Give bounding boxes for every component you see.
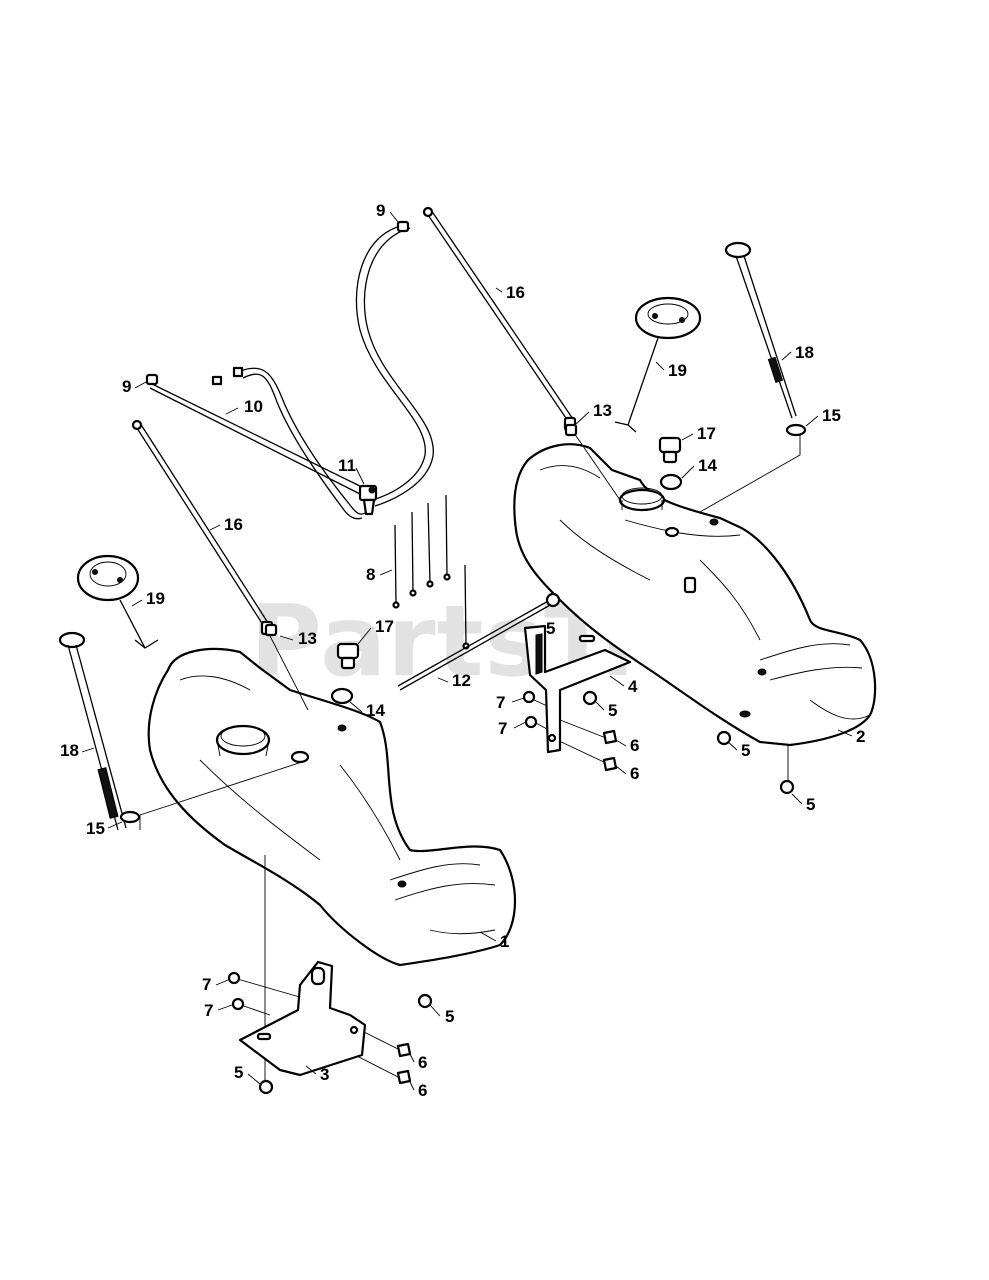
fuel-cap-left	[76, 554, 159, 649]
callout-9: 9	[122, 377, 131, 396]
callout-4: 4	[628, 677, 638, 696]
callout-15: 15	[86, 819, 105, 838]
fuel-tank-right	[513, 443, 877, 747]
fuel-line-rod-upper	[422, 206, 577, 432]
callout-18: 18	[795, 343, 814, 362]
callout-7: 7	[496, 693, 505, 712]
callout-15: 15	[822, 406, 841, 425]
callout-5: 5	[445, 1007, 454, 1026]
bolts-6	[396, 729, 618, 1085]
callout-leaders	[81, 211, 853, 1091]
callout-1: 1	[500, 932, 509, 951]
callout-8: 8	[366, 565, 375, 584]
callout-labels: 9 16 9 10 11 16 8 19 18 15 13 17 14 12 1…	[60, 201, 865, 1100]
callout-16: 16	[506, 283, 525, 302]
callout-6: 6	[630, 764, 639, 783]
bushing-14-left	[330, 687, 354, 705]
bushing-14-right	[659, 473, 683, 491]
callout-6: 6	[418, 1053, 427, 1072]
callout-6: 6	[630, 736, 639, 755]
callout-17: 17	[697, 424, 716, 443]
dipstick-left	[58, 631, 127, 831]
fitting-17-left	[336, 642, 360, 670]
callout-6: 6	[418, 1081, 427, 1100]
grommet-13-left	[264, 623, 278, 637]
fuel-valve	[358, 484, 378, 516]
callout-5: 5	[806, 795, 815, 814]
callout-9: 9	[376, 201, 385, 220]
callout-5: 5	[546, 619, 555, 638]
callout-11: 11	[338, 456, 356, 475]
rod-12	[397, 599, 553, 691]
callout-7: 7	[202, 975, 211, 994]
callout-19: 19	[146, 589, 165, 608]
callout-3: 3	[320, 1065, 329, 1084]
fuel-cap-right	[614, 296, 702, 433]
hose-clamp	[211, 375, 223, 386]
fitting-17-right	[658, 436, 682, 464]
callout-13: 13	[298, 629, 317, 648]
callout-5: 5	[741, 741, 750, 760]
callout-5: 5	[234, 1063, 243, 1082]
nuts-5	[258, 592, 795, 1095]
callout-7: 7	[498, 719, 507, 738]
callout-12: 12	[452, 671, 471, 690]
gasket-15-left	[119, 810, 141, 824]
hose-clamp-9	[145, 220, 410, 386]
hose-clamp	[232, 366, 244, 378]
callout-18: 18	[60, 741, 79, 760]
bracket-3	[238, 960, 367, 1077]
callout-10: 10	[244, 397, 263, 416]
callout-2: 2	[856, 727, 865, 746]
callout-17: 17	[375, 617, 394, 636]
bracket-4	[523, 624, 632, 754]
callout-19: 19	[668, 361, 687, 380]
callout-13: 13	[593, 401, 612, 420]
callout-16: 16	[224, 515, 243, 534]
dipstick-right	[724, 241, 797, 419]
grommet-13-right	[564, 423, 578, 437]
callout-7: 7	[204, 1001, 213, 1020]
callout-5: 5	[608, 701, 617, 720]
fuel-tank-left	[147, 647, 516, 967]
gasket-15-right	[785, 423, 807, 437]
callout-14: 14	[366, 701, 385, 720]
callout-14: 14	[698, 456, 717, 475]
fuel-hose-assembly	[149, 224, 434, 520]
